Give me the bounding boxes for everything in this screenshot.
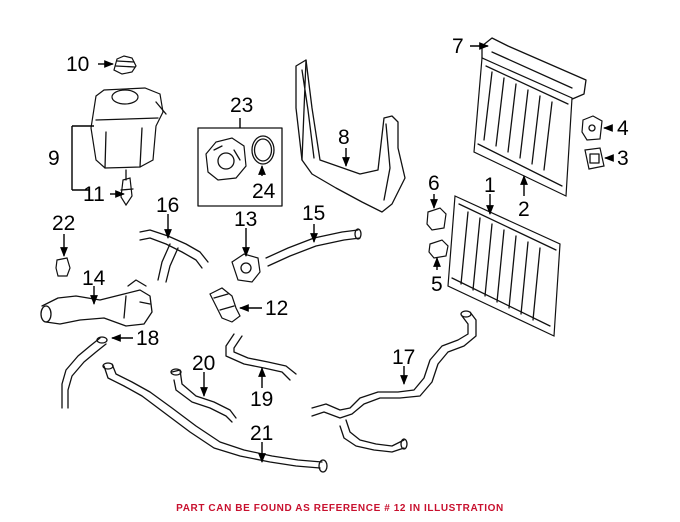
callout-9: 9 bbox=[48, 147, 60, 170]
upper-mount-part bbox=[426, 207, 447, 231]
callout-21: 21 bbox=[250, 422, 273, 445]
callout-24: 24 bbox=[252, 180, 276, 203]
callout-5: 5 bbox=[431, 273, 443, 296]
hose-14-part bbox=[40, 279, 153, 327]
callout-13: 13 bbox=[234, 208, 257, 231]
callout-23: 23 bbox=[230, 94, 253, 117]
hose-18-part bbox=[61, 336, 108, 409]
callout-15: 15 bbox=[302, 202, 325, 225]
callout-17: 17 bbox=[392, 346, 415, 369]
callout-11: 11 bbox=[83, 183, 105, 206]
callout-3: 3 bbox=[617, 147, 629, 170]
callout-4: 4 bbox=[617, 117, 629, 140]
temp-sensor-part bbox=[55, 257, 71, 277]
pipe-17-part bbox=[311, 310, 477, 453]
expansion-tank-part bbox=[90, 87, 167, 169]
callout-1: 1 bbox=[484, 174, 496, 197]
callout-8: 8 bbox=[338, 126, 350, 149]
rubber-mount-part bbox=[584, 147, 605, 170]
callout-20: 20 bbox=[192, 352, 215, 375]
radiator-frame-part bbox=[295, 59, 406, 213]
leader-lines bbox=[60, 42, 614, 463]
callout-14: 14 bbox=[82, 267, 106, 290]
callout-18: 18 bbox=[136, 327, 159, 350]
hose-12-part bbox=[209, 287, 241, 323]
callout-12: 12 bbox=[265, 297, 288, 320]
radiator-part bbox=[447, 195, 561, 337]
callout-numbers: 10 23 7 8 9 11 24 4 3 2 1 6 5 22 16 13 1… bbox=[48, 35, 629, 445]
callout-16: 16 bbox=[156, 194, 179, 217]
callout-22: 22 bbox=[52, 212, 75, 235]
reservoir-cap-part bbox=[113, 55, 137, 75]
reference-note: PART CAN BE FOUND AS REFERENCE # 12 IN I… bbox=[176, 503, 504, 514]
callout-19: 19 bbox=[250, 388, 273, 411]
pipe-20-part bbox=[170, 368, 237, 423]
lower-mount-part bbox=[428, 239, 449, 259]
hose-19-part bbox=[225, 333, 297, 381]
thermostat-housing-part bbox=[231, 253, 261, 283]
callout-10: 10 bbox=[66, 53, 89, 76]
pipe-21-part bbox=[102, 362, 328, 473]
callout-7: 7 bbox=[452, 35, 464, 58]
o-ring-seal-part bbox=[251, 135, 275, 165]
callout-2: 2 bbox=[518, 198, 530, 221]
condenser-bracket-part bbox=[581, 115, 603, 141]
callout-6: 6 bbox=[428, 172, 440, 195]
hose-16-part bbox=[139, 229, 209, 283]
condenser-part bbox=[473, 57, 573, 197]
level-sensor-part bbox=[120, 169, 134, 207]
